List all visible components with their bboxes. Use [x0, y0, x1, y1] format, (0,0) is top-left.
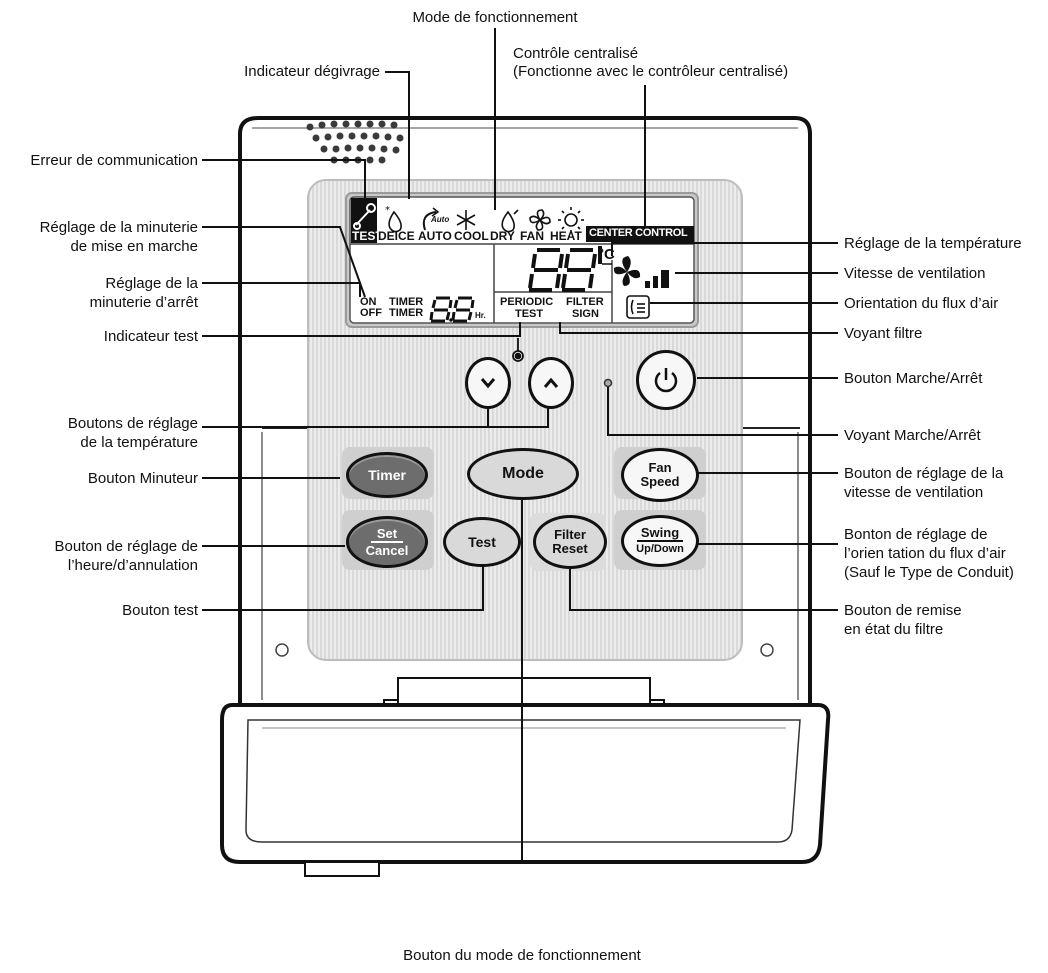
set-cancel-label-1: Set	[370, 526, 404, 543]
leader-lines	[202, 28, 838, 860]
mode-button[interactable]: Mode	[467, 448, 579, 500]
label-mode-button: Bouton du mode de fonctionnement	[403, 947, 641, 964]
flip-cover	[220, 703, 831, 864]
label-temp-buttons-1: Boutons de réglage	[67, 415, 198, 432]
timer-button-label: Timer	[368, 467, 406, 483]
label-set-cancel-1: Bouton de réglage de	[54, 538, 198, 555]
lcd-temp-unit: °C	[598, 246, 615, 263]
lcd-sign: SIGN	[572, 308, 599, 320]
label-timer-button: Bouton Minuteur	[87, 470, 198, 487]
wrench-icon	[353, 203, 376, 230]
timer-button[interactable]: Timer	[346, 452, 428, 498]
lcd-dry: DRY	[490, 229, 515, 243]
thermometer-icon	[512, 338, 524, 362]
power-icon	[654, 368, 678, 393]
mode-button-label: Mode	[502, 465, 544, 482]
label-power-light: Voyant Marche/Arrêt	[844, 427, 981, 444]
label-set-cancel-2: l’heure/d’annulation	[67, 557, 198, 574]
airflow-icon	[626, 295, 650, 319]
lcd-filter: FILTER	[566, 296, 604, 308]
label-fan-speed: Vitesse de ventilation	[844, 265, 986, 282]
label-airflow-dir: Orientation du flux d’air	[844, 295, 999, 312]
label-central-control-1: Contrôle centralisé	[513, 45, 639, 62]
svg-text:*: *	[385, 205, 390, 216]
power-led	[603, 378, 613, 388]
label-temp-setting: Réglage de la température	[844, 235, 1022, 252]
temp-up-button[interactable]	[528, 357, 574, 409]
label-comm-error: Erreur de communication	[30, 152, 198, 169]
set-cancel-label-2: Cancel	[365, 543, 409, 558]
label-test-indicator: Indicateur test	[103, 328, 198, 345]
label-swing-btn-2: l’orien tation du flux d’air	[844, 545, 1006, 562]
lcd-cool: COOL	[454, 229, 489, 243]
fan-speed-label-2: Speed	[640, 474, 680, 489]
temp-digits-segments	[528, 248, 597, 292]
lcd-auto-icon-text: Auto	[431, 215, 450, 224]
lcd-test: TEST	[352, 229, 383, 243]
lcd-timer-on: TIMER	[389, 296, 424, 308]
label-fan-speed-btn-2: vitesse de ventilation	[844, 484, 984, 501]
lcd-timer-off: TIMER	[389, 307, 424, 319]
label-off-timer-2: minuterie d’arrêt	[89, 294, 198, 311]
label-swing-btn-3: (Sauf le Type de Conduit)	[844, 564, 1014, 581]
label-off-timer-1: Réglage de la	[105, 275, 198, 292]
chevron-down-icon	[480, 378, 496, 389]
swing-button[interactable]: Swing Up/Down	[621, 515, 699, 567]
swing-label-1: Swing	[636, 526, 684, 542]
temp-down-button[interactable]	[465, 357, 511, 409]
lcd-fan: FAN	[520, 229, 544, 243]
set-cancel-button[interactable]: Set Cancel	[346, 516, 428, 568]
timer-digits-segments	[429, 296, 475, 323]
fan-speed-button[interactable]: Fan Speed	[621, 448, 699, 502]
fan-speed-icon	[613, 256, 669, 288]
power-button[interactable]	[636, 350, 696, 410]
test-button-label: Test	[468, 534, 496, 550]
label-filter-reset-1: Bouton de remise	[844, 602, 962, 619]
label-test-button: Bouton test	[122, 602, 198, 619]
lcd-on: ON	[360, 296, 377, 308]
label-fan-speed-btn-1: Bouton de réglage de la	[844, 465, 1004, 482]
filter-reset-button[interactable]: Filter Reset	[533, 515, 607, 569]
swing-label-2: Up/Down	[636, 543, 684, 555]
label-filter-reset-2: en état du filtre	[844, 621, 944, 638]
droplet-icon: *	[385, 205, 402, 233]
speaker-grille	[306, 120, 404, 164]
fan-icon	[529, 209, 551, 231]
label-central-control-2: (Fonctionne avec le contrôleur centralis…	[513, 63, 789, 80]
lcd-auto: AUTO	[418, 229, 452, 243]
chevron-up-icon	[543, 377, 559, 388]
auto-icon	[422, 207, 440, 231]
label-defrost: Indicateur dégivrage	[244, 63, 380, 80]
test-button[interactable]: Test	[443, 517, 521, 567]
dry-icon	[501, 209, 519, 233]
filter-reset-label-1: Filter	[554, 527, 586, 542]
label-power-button: Bouton Marche/Arrêt	[844, 370, 983, 387]
lcd-deice: DEICE	[378, 229, 415, 243]
snowflake-icon	[456, 210, 476, 230]
fan-speed-label-1: Fan	[648, 460, 672, 475]
lcd-periodic: PERIODIC	[500, 296, 554, 308]
lcd-hr: Hr.	[475, 311, 486, 320]
lcd-test-periodic: TEST	[515, 308, 544, 320]
lcd-off: OFF	[360, 307, 382, 319]
label-swing-btn-1: Bonton de réglage de	[844, 526, 988, 543]
sun-icon	[558, 207, 584, 233]
label-temp-buttons-2: de la température	[80, 434, 198, 451]
label-on-timer-2: de mise en marche	[70, 238, 198, 255]
lcd-heat: HEAT	[550, 229, 582, 243]
lcd-center-control: CENTER CONTROL	[589, 227, 688, 239]
label-filter-light: Voyant filtre	[844, 325, 923, 342]
label-mode-operation: Mode de fonctionnement	[412, 9, 578, 26]
filter-reset-label-2: Reset	[552, 541, 588, 556]
label-on-timer-1: Réglage de la minuterie	[39, 219, 198, 236]
